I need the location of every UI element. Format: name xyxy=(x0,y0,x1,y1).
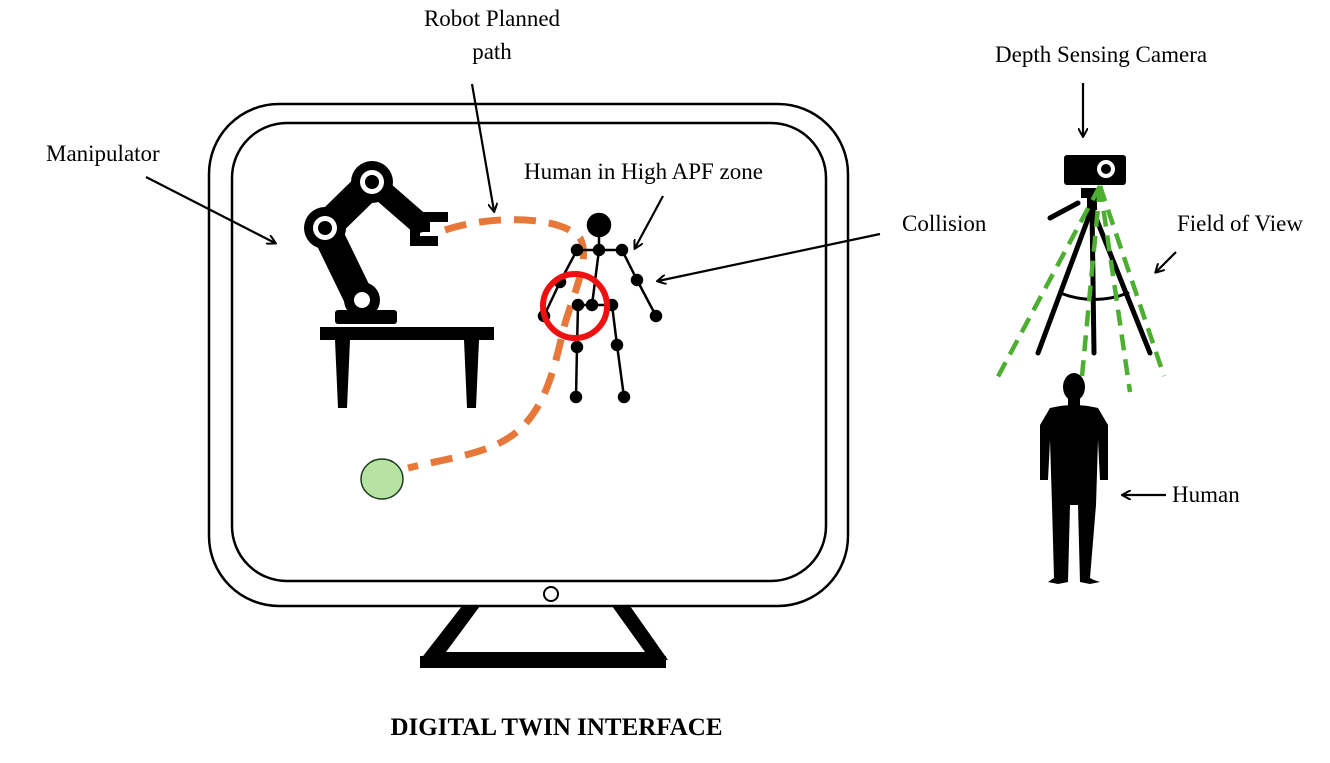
field-of-view-arrow xyxy=(1156,251,1177,272)
collision-arrow xyxy=(658,232,881,281)
collision-label: Collision xyxy=(902,211,987,236)
manipulator-label: Manipulator xyxy=(46,141,160,166)
manipulator-arrow xyxy=(145,176,275,243)
field-of-view-lines xyxy=(992,184,1167,393)
monitor xyxy=(207,102,850,668)
human-apf-label: Human in High APF zone xyxy=(524,159,763,184)
robot-path-label-line2: path xyxy=(472,39,512,65)
monitor-screen xyxy=(230,121,828,583)
tripod-icon xyxy=(1035,205,1153,356)
goal-marker xyxy=(360,458,404,500)
robot-planned-path xyxy=(407,216,587,472)
monitor-base xyxy=(420,656,666,668)
field-of-view-label: Field of View xyxy=(1177,211,1303,236)
human-apf-arrow xyxy=(635,195,664,248)
monitor-outer-frame xyxy=(207,102,850,608)
robot-path-arrow xyxy=(470,83,494,211)
table-icon xyxy=(320,327,494,408)
robot-path-label-line1: Robot Planned xyxy=(423,6,561,31)
robot-path-label: Robot Planned path xyxy=(394,6,590,66)
depth-camera-label: Depth Sensing Camera xyxy=(995,42,1208,67)
monitor-stand xyxy=(420,606,668,660)
collision-marker xyxy=(540,271,610,341)
human-label: Human xyxy=(1172,482,1240,507)
human-skeleton-icon xyxy=(537,212,663,404)
monitor-power-button xyxy=(543,586,559,602)
human-silhouette-icon xyxy=(1040,373,1108,584)
robot-manipulator-icon xyxy=(304,161,448,324)
depth-camera-icon xyxy=(1047,155,1126,221)
diagram-title: DIGITAL TWIN INTERFACE xyxy=(390,714,723,741)
